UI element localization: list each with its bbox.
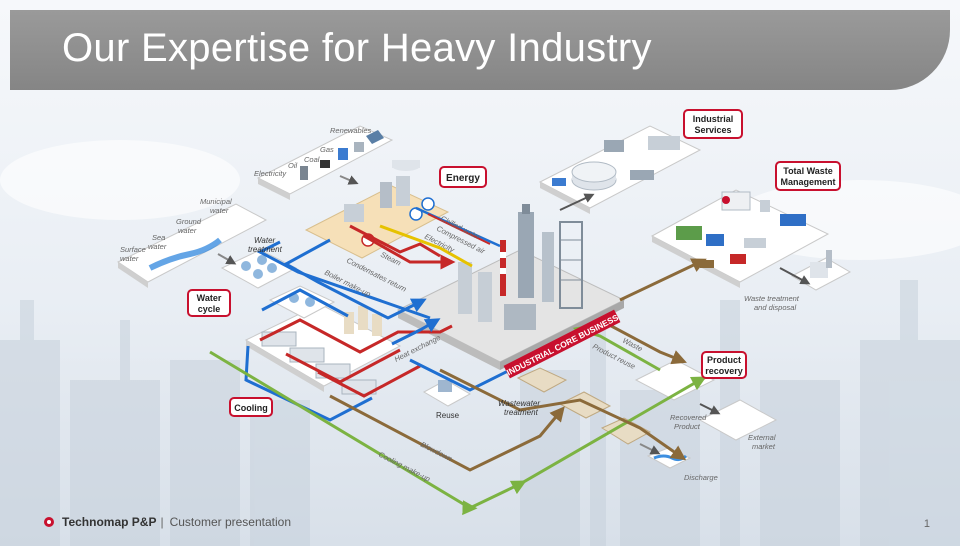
to-services-arrow [559,193,595,211]
waste-lines [329,258,707,472]
reuse-platform [422,379,472,407]
footer-separator: | [160,515,164,529]
municipal-label-2: water [210,206,229,215]
svg-text:Industrial: Industrial [693,114,734,124]
external-label-1: External [748,433,776,442]
product-recovery-box: Product recovery [701,351,747,379]
water-sources-platform [117,203,268,288]
surface-label-1: Surface [120,245,146,254]
wastewater-label-1: Wastewater [498,399,540,408]
company-logo-icon [44,517,54,527]
waste-management-icons [676,191,806,268]
heat-exchange-label: Heat exchange [393,333,442,364]
reuse-label: Reuse [436,411,460,420]
ground-label-1: Ground [176,217,202,226]
svg-text:Energy: Energy [446,173,480,184]
water-treatment-platform [220,249,336,319]
sea-label-2: water [148,242,167,251]
page-title: Our Expertise for Heavy Industry [62,26,652,70]
energy-platform [304,185,450,259]
header-bar [10,10,950,90]
footer-subtitle: Customer presentation [169,515,291,529]
svg-text:Product: Product [707,355,741,365]
svg-text:Services: Services [694,125,731,135]
water-treatment-label-1: Water [254,236,276,245]
water-cycle-box: Water cycle [187,289,231,317]
coal-label: Coal [304,155,320,164]
source-arrow [339,175,359,185]
to-market-arrow [699,403,721,415]
cooling-platform [244,303,402,392]
wastewater-label-2: treatment [504,408,539,417]
renewables-label: Renewables [330,126,372,135]
electricity-line [379,224,473,268]
waste-treatment-label-2: and disposal [754,303,796,312]
core-business-towers [458,204,583,330]
to-disposal-arrow [779,267,811,285]
external-label-2: market [752,442,776,451]
compressed-air-line [427,213,491,245]
footer: Technomap P&P | Customer presentation [44,514,291,530]
svg-text:recovery: recovery [705,366,743,376]
oil-label: Oil [288,161,298,170]
cooling-box: Cooling [229,397,273,417]
surface-label-2: water [120,254,139,263]
svg-text:Cooling: Cooling [234,403,268,413]
diagram-labels-plain: Water treatment Reuse Wastewater treatme… [248,236,540,420]
steam-lines [259,224,456,398]
svg-text:Water: Water [197,293,222,303]
energy-box: Energy [439,166,487,188]
waste-treatment-label-1: Waste treatment [744,294,800,303]
ground-label-2: water [178,226,197,235]
svg-text:Total Waste: Total Waste [783,166,833,176]
industrial-services-box: Industrial Services [683,109,743,139]
industrial-services-icons [552,136,680,191]
boiler-tanks [344,306,382,336]
svg-text:cycle: cycle [198,304,221,314]
electricity-source-label: Electricity [254,169,287,178]
total-waste-box: Total Waste Management [775,161,841,191]
sea-label-1: Sea [152,233,165,242]
recovered-label-1: Recovered [670,413,707,422]
energy-source-icons [300,130,384,180]
waste-treatment-plant [790,250,852,291]
water-source-arrow [217,253,237,265]
company-name: Technomap P&P [62,515,157,529]
water-treatment-label-2: treatment [248,245,283,254]
discharge-label: Discharge [684,473,718,482]
discharge-arrow [639,443,661,455]
svg-text:Management: Management [780,177,835,187]
page-number: 1 [923,518,930,530]
gas-label: Gas [320,145,334,154]
recovered-label-2: Product [674,422,701,431]
cooling-makeup-label: Cooling make-up [377,450,432,484]
blowdown-label: Blowdown [419,440,454,464]
municipal-label-1: Municipal [200,197,232,206]
